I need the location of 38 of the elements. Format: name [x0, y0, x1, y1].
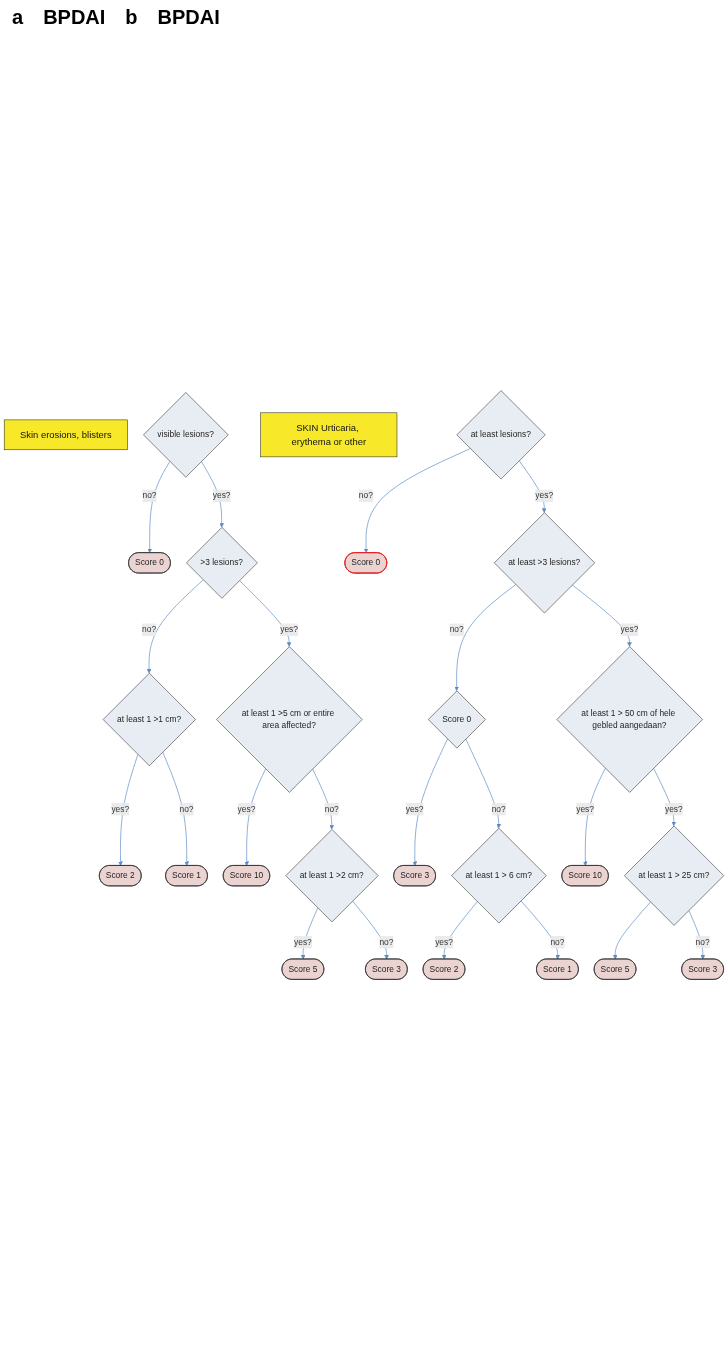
edge-label: no? [358, 491, 373, 501]
edge-label: no? [449, 625, 464, 634]
node-diamond: at least lesions? [456, 390, 546, 480]
heading: BPDAI [157, 6, 220, 29]
edge-label: yes? [280, 625, 298, 634]
edge-label: yes? [237, 804, 256, 814]
node-diamond: at least >3 lesions? [494, 512, 595, 614]
node-diamond: at least 1 >1 cm? [102, 673, 196, 766]
edge-label: yes? [576, 804, 594, 814]
edge-label: yes? [620, 625, 639, 634]
edge-label: no? [179, 804, 194, 814]
edge-label: no? [491, 804, 506, 814]
node-box: Skin erosions, blisters [3, 419, 128, 451]
edge-label: yes? [212, 491, 231, 501]
node-box: SKIN Urticaria, erythema or other [260, 412, 398, 458]
edge-label: no? [142, 491, 157, 501]
node-diamond: at least 1 > 6 cm? [451, 828, 547, 924]
node-diamond: at least 1 >5 cm or entire area affected? [216, 646, 363, 793]
node-diamond: visible lesions? [143, 392, 229, 478]
edge-label: yes? [405, 804, 424, 814]
edge-label: yes? [111, 804, 130, 814]
edge-label: yes? [535, 491, 554, 501]
heading: BPDAI [43, 6, 106, 29]
node-diamond: Score 0 [428, 690, 486, 749]
panel-letter: b [125, 6, 138, 29]
edge-label: no? [550, 937, 565, 947]
panel-letter: a [12, 6, 24, 29]
edge-label: yes? [664, 804, 683, 814]
node-diamond: >3 lesions? [186, 527, 258, 599]
edge-label: no? [324, 804, 339, 814]
edge-label: no? [142, 625, 157, 634]
edge-label: no? [379, 937, 394, 947]
edge-label: yes? [435, 937, 453, 947]
edge-label: no? [695, 937, 710, 947]
edge-label: yes? [294, 937, 312, 947]
node-diamond: at least 1 >2 cm? [285, 829, 379, 923]
node-diamond: at least 1 > 25 cm? [624, 825, 725, 926]
node-diamond: at least 1 > 50 cm of hele gebled aangedaan? [556, 646, 703, 793]
